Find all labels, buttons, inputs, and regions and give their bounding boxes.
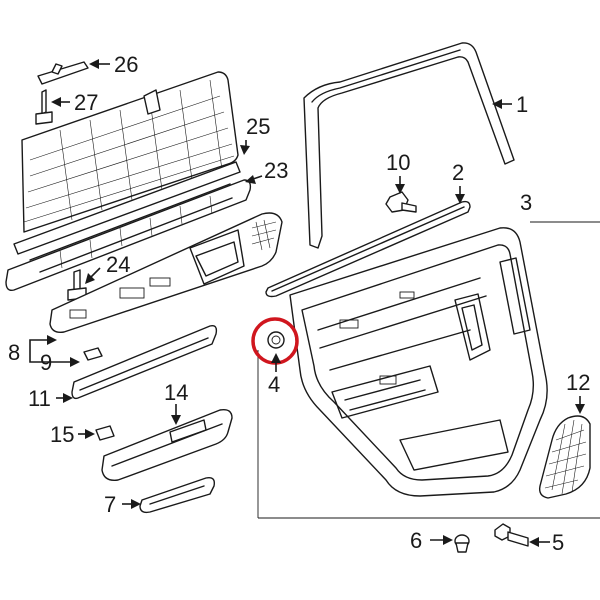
part-3-bracket — [257, 221, 600, 519]
leader-lines — [29, 59, 585, 547]
callout-27: 27 — [74, 90, 98, 115]
callout-10: 10 — [386, 150, 410, 175]
callout-8: 8 — [8, 340, 20, 365]
callout-1: 1 — [516, 92, 528, 117]
part-9-clip — [83, 347, 103, 361]
part-12-speaker-grille — [538, 415, 591, 499]
part-15-clip — [95, 425, 115, 441]
part-5-screw — [494, 523, 529, 547]
part-7-pull-insert — [139, 476, 216, 514]
callout-4: 4 — [268, 372, 280, 397]
callout-14: 14 — [164, 380, 188, 405]
part-11-trim-strip — [71, 324, 218, 400]
callout-23: 23 — [264, 158, 288, 183]
part-8-armrest-panel — [49, 212, 283, 334]
callout-15: 15 — [50, 422, 74, 447]
part-26-clip — [37, 61, 89, 85]
callout-2: 2 — [452, 160, 464, 185]
part-10-screw — [385, 191, 417, 213]
callout-12: 12 — [566, 370, 590, 395]
part-3-door-trim-panel — [289, 227, 548, 497]
callout-11: 11 — [28, 386, 51, 411]
part-1-window-channel — [303, 42, 515, 249]
part-25-sunshade — [21, 71, 239, 233]
part-2-belt-molding — [265, 200, 471, 298]
callout-25: 25 — [246, 114, 270, 139]
callout-labels: 1 2 3 4 5 6 7 8 9 10 11 12 14 15 23 24 2… — [8, 52, 590, 555]
callout-6: 6 — [410, 528, 422, 553]
callout-7: 7 — [104, 492, 116, 517]
callout-3: 3 — [520, 190, 532, 215]
part-14-handle-bezel — [101, 408, 233, 481]
part-6-fastener — [454, 534, 470, 553]
callout-5: 5 — [552, 530, 564, 555]
part-27-bolt — [35, 89, 53, 125]
callout-26: 26 — [114, 52, 138, 77]
callout-24: 24 — [106, 252, 130, 277]
callout-9: 9 — [40, 350, 52, 375]
